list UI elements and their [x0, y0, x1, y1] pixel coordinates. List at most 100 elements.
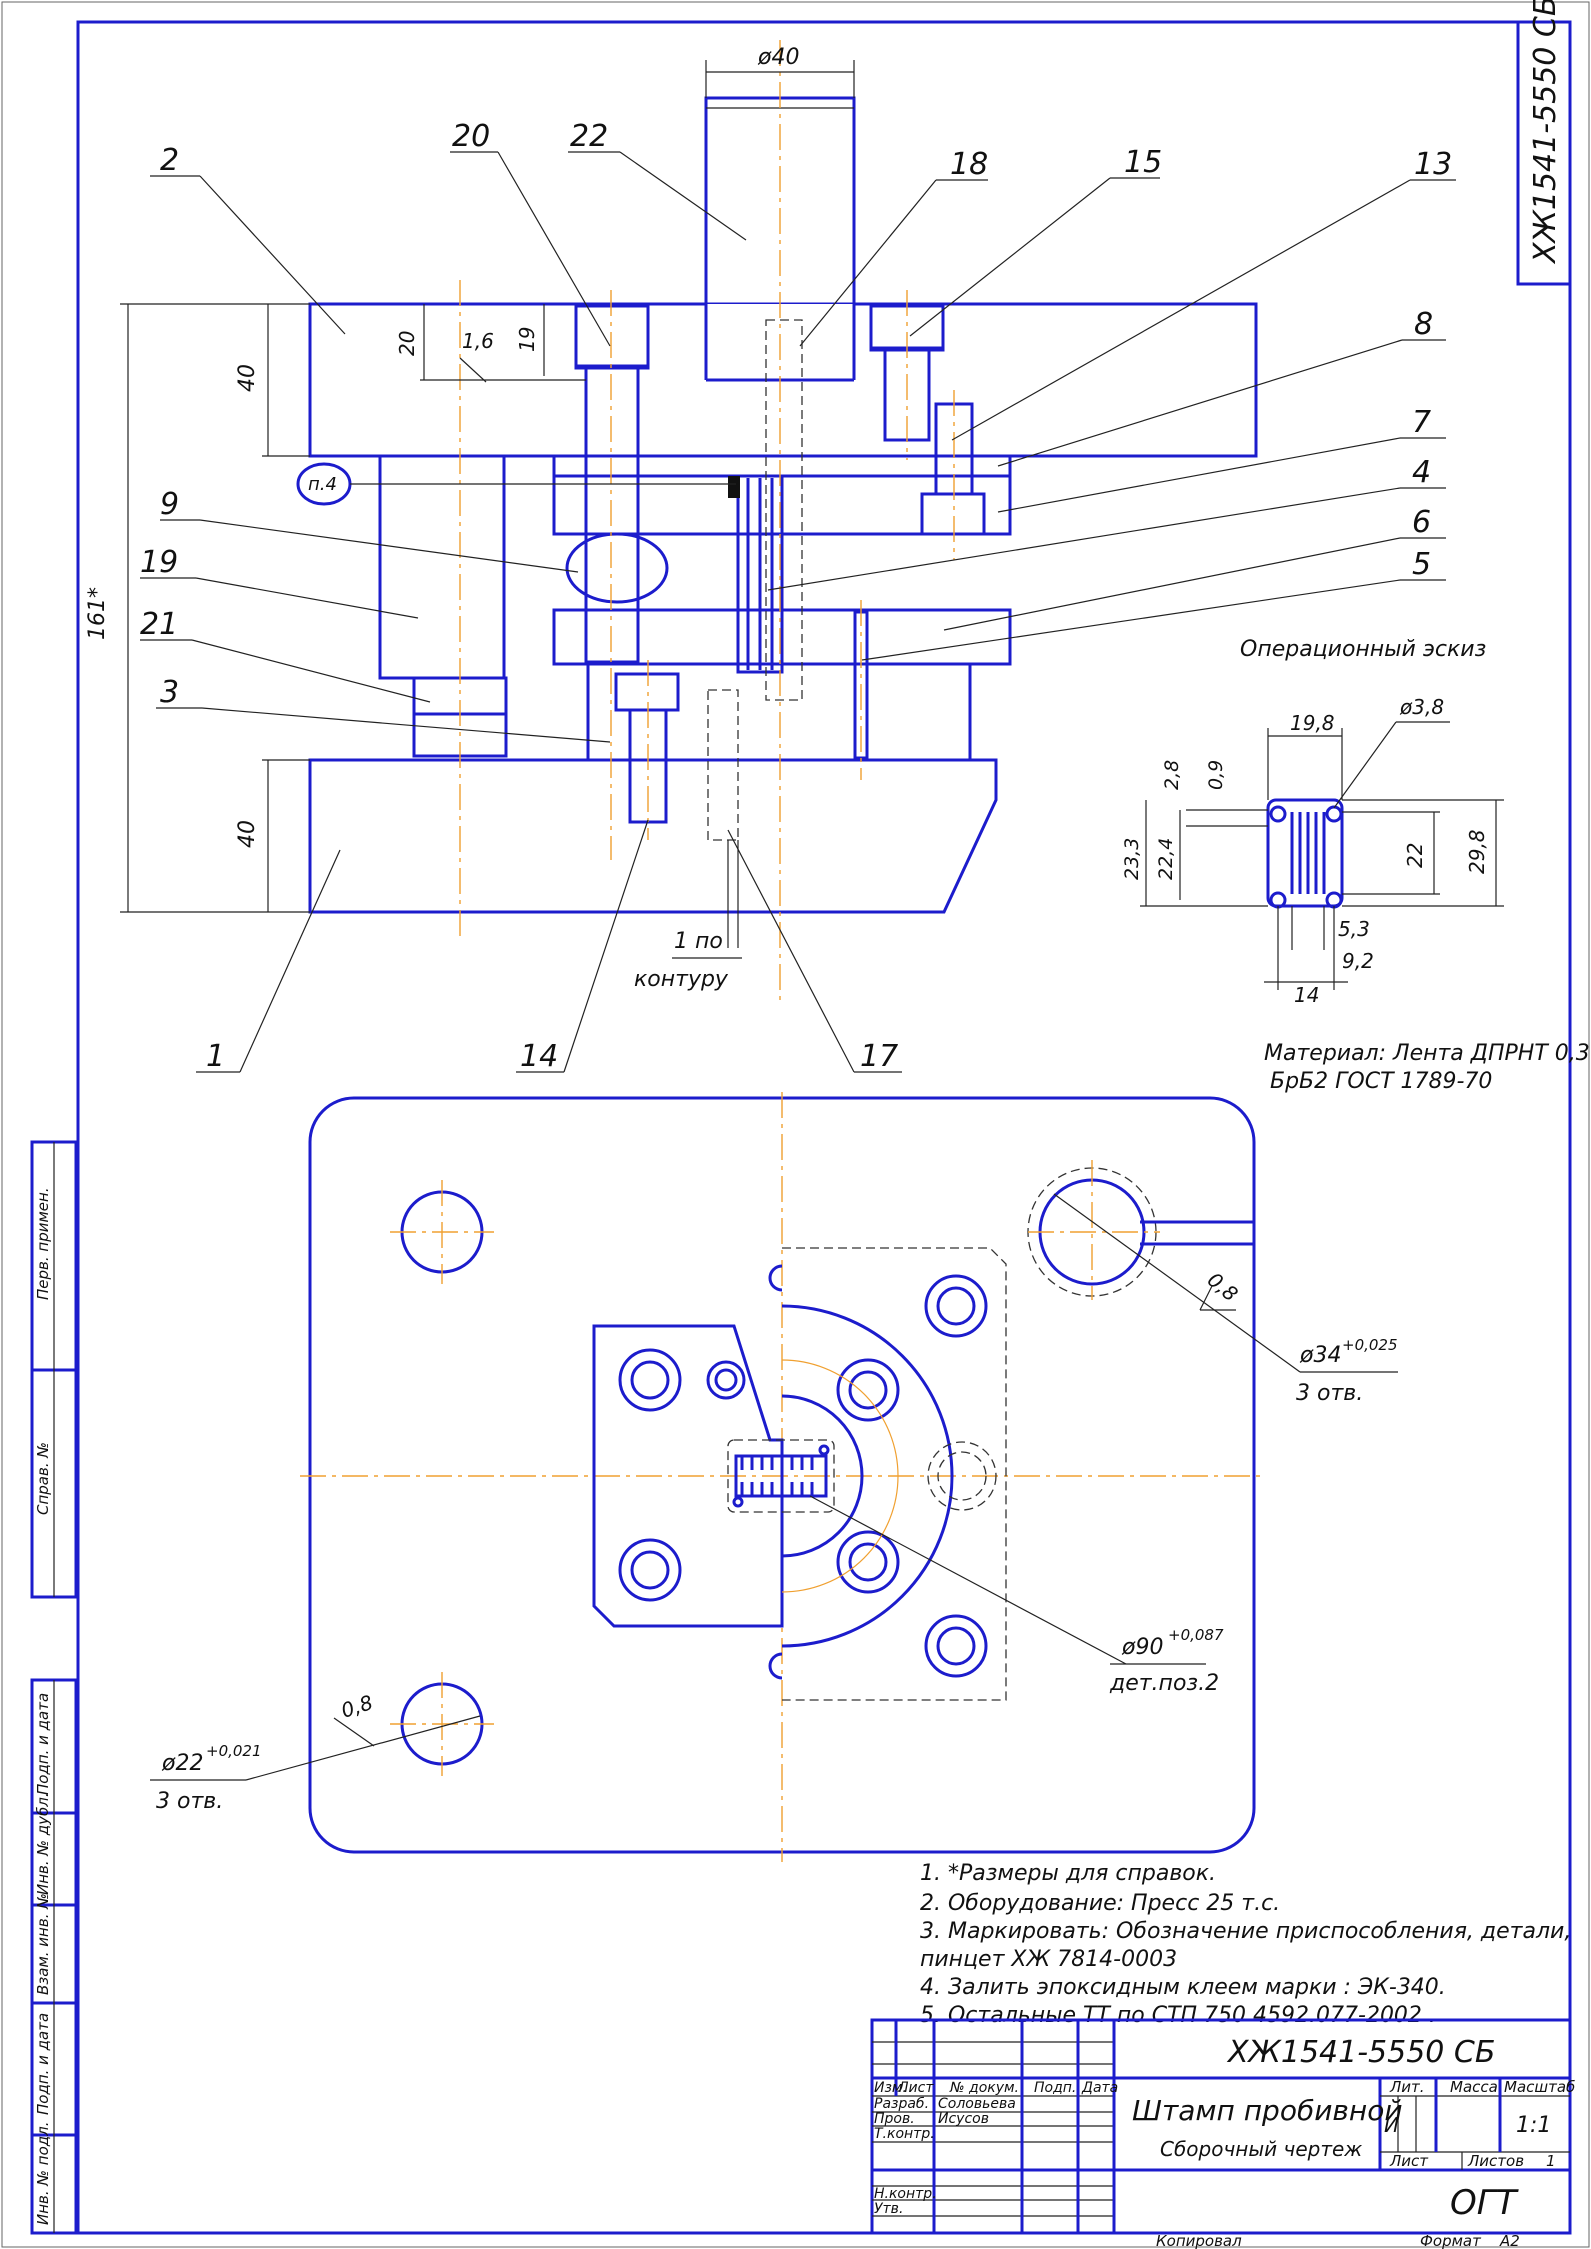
label-20: 19 — [140, 545, 178, 580]
screw-19 — [584, 364, 640, 664]
label-2: 2 — [160, 143, 179, 178]
code-box: ХЖ1541-5550 СБ — [1516, 0, 1572, 286]
sketch-part — [1266, 798, 1344, 908]
note-3: 3. Маркировать: Обозначение приспособлен… — [920, 1919, 1571, 1944]
label-6: 7 — [1412, 405, 1431, 440]
dim-22: 22 — [1403, 843, 1427, 868]
tb-prov: Пров. — [874, 2111, 915, 2127]
stamp-inv-podl: Инв. № подл. — [34, 2122, 52, 2225]
tb-doc-col: № докум. — [949, 2080, 1019, 2096]
dim-contour-1: 1 по — [674, 929, 723, 954]
dim-53: 5,3 — [1338, 917, 1370, 941]
dim-16: 1,6 — [462, 329, 494, 353]
tb-nkontr: Н.контр. — [874, 2186, 937, 2202]
section-view: ø40 161* 40 40 20 1,6 19 1 по контуру — [85, 40, 1456, 1074]
tb-razrab: Разраб. — [874, 2096, 929, 2112]
dim-298: 29,8 — [1465, 829, 1489, 874]
punch — [736, 474, 784, 674]
label-19: 20 — [452, 119, 490, 154]
dim-28: 2,8 — [1161, 760, 1183, 790]
dim-14: 14 — [1294, 983, 1319, 1007]
dim-height: 161* — [85, 587, 110, 640]
technical-notes: 1. *Размеры для справок. 2. Оборудование… — [920, 1861, 1571, 2028]
label-1: 1 — [206, 1039, 225, 1074]
operation-sketch: Операционный эскиз 19,8 ø3,8 2,8 0,9 23,… — [1121, 637, 1590, 1094]
label-13: 13 — [1414, 147, 1452, 182]
dim-22-tol: +0,021 — [206, 1742, 262, 1760]
rubber-element — [565, 532, 669, 604]
label-14: 14 — [520, 1039, 558, 1074]
label-9: 9 — [160, 487, 179, 522]
label-7: 6 — [1412, 505, 1431, 540]
tb-format-val: А2 — [1499, 2232, 1520, 2249]
tb-code: ХЖ1541-5550 СБ — [1226, 2035, 1495, 2070]
dim-20: 20 — [395, 331, 419, 356]
title-block: ХЖ1541-5550 СБ Штамп пробивной Сборочный… — [870, 2018, 1575, 2249]
dimensions: ø40 161* 40 40 20 1,6 19 1 по контуру — [85, 45, 855, 992]
dim-90: ø90 — [1121, 1635, 1163, 1660]
stamp-inv-dubl: Инв. № дубл. — [34, 1792, 52, 1895]
label-5: 5 — [1412, 547, 1431, 582]
stamp-sprav: Справ. № — [34, 1442, 52, 1515]
dim-08-a: 0,8 — [1203, 1267, 1243, 1306]
tb-razrab-name: Соловьева — [938, 2096, 1016, 2112]
note-5: 5. Остальные ТТ по СТП 750 4592.077-2002… — [920, 2003, 1436, 2028]
tb-sheets-val: 1 — [1546, 2152, 1556, 2170]
dim-19: 19 — [515, 327, 539, 352]
tb-lit-val: И — [1384, 2113, 1399, 2137]
label-15: 15 — [1124, 145, 1162, 180]
right-plate — [782, 1247, 1007, 1701]
label-22: 22 — [570, 119, 608, 154]
dim-198: 19,8 — [1290, 711, 1335, 735]
dim-22-hole: ø22 — [161, 1751, 203, 1776]
dim-92: 9,2 — [1342, 949, 1374, 973]
label-18: 18 — [950, 147, 988, 182]
dim-34-qty: 3 отв. — [1296, 1381, 1363, 1406]
tb-tkontr: Т.контр. — [874, 2126, 935, 2142]
tb-utv: Утв. — [874, 2201, 903, 2217]
tb-scale: 1:1 — [1516, 2113, 1551, 2138]
code-rotated: ХЖ1541-5550 СБ — [1528, 0, 1563, 265]
label-8: 8 — [1414, 307, 1433, 342]
note-4: 4. Залить эпоксидным клеем марки : ЭК-34… — [920, 1975, 1446, 2000]
tb-list-col: Лист — [897, 2080, 934, 2096]
stamp-podp-data-2: Подп. и дата — [34, 2013, 52, 2115]
label-21: 21 — [140, 607, 178, 642]
label-17: 17 — [860, 1039, 898, 1074]
note-3b: пинцет ХЖ 7814-0003 — [920, 1947, 1177, 1972]
material-line-2: БрБ2 ГОСТ 1789-70 — [1270, 1069, 1492, 1094]
die-arc — [781, 1304, 954, 1648]
tb-date-col: Дата — [1081, 2080, 1118, 2096]
dim-233: 23,3 — [1121, 838, 1143, 880]
note-2: 2. Оборудование: Пресс 25 т.с. — [920, 1891, 1280, 1916]
stamp-podp-data-1: Подп. и дата — [34, 1693, 52, 1795]
guide-post — [378, 454, 506, 680]
material-line-1: Материал: Лента ДПРНТ 0,3 — [1264, 1041, 1590, 1066]
note-1: 1. *Размеры для справок. — [920, 1861, 1216, 1886]
dim-224: 22,4 — [1155, 838, 1177, 880]
tb-subname: Сборочный чертеж — [1160, 2137, 1362, 2161]
dim-08-b: 0,8 — [338, 1690, 376, 1723]
dim-38: ø3,8 — [1399, 695, 1444, 719]
leaders: 2 20 22 18 15 13 8 7 4 6 5 9 19 — [140, 119, 1456, 1074]
label-4: 4 — [1412, 455, 1431, 490]
tb-sheet: Лист — [1389, 2152, 1429, 2170]
sketch-title: Операционный эскиз — [1240, 637, 1486, 662]
dim-34-tol: +0,025 — [1342, 1336, 1398, 1354]
dim-bottom-plate: 40 — [235, 820, 260, 848]
dim-22-qty: 3 отв. — [156, 1789, 223, 1814]
tb-org: ОГТ — [1450, 2183, 1519, 2223]
tb-sheets: Листов — [1467, 2152, 1524, 2170]
tb-prov-name: Исусов — [938, 2111, 989, 2127]
tb-lit: Лит. — [1389, 2078, 1425, 2096]
tb-name: Штамп пробивной — [1132, 2094, 1403, 2127]
dim-09: 0,9 — [1205, 760, 1227, 790]
dim-top-plate: 40 — [235, 364, 260, 392]
dim-90-tol: +0,087 — [1168, 1626, 1224, 1644]
stamp-vzam-inv: Взам. инв. № — [34, 1893, 52, 1995]
tb-sign-col: Подп. — [1034, 2080, 1076, 2096]
drawing-frame — [76, 20, 1572, 2235]
dim-contour-2: контуру — [634, 967, 729, 992]
